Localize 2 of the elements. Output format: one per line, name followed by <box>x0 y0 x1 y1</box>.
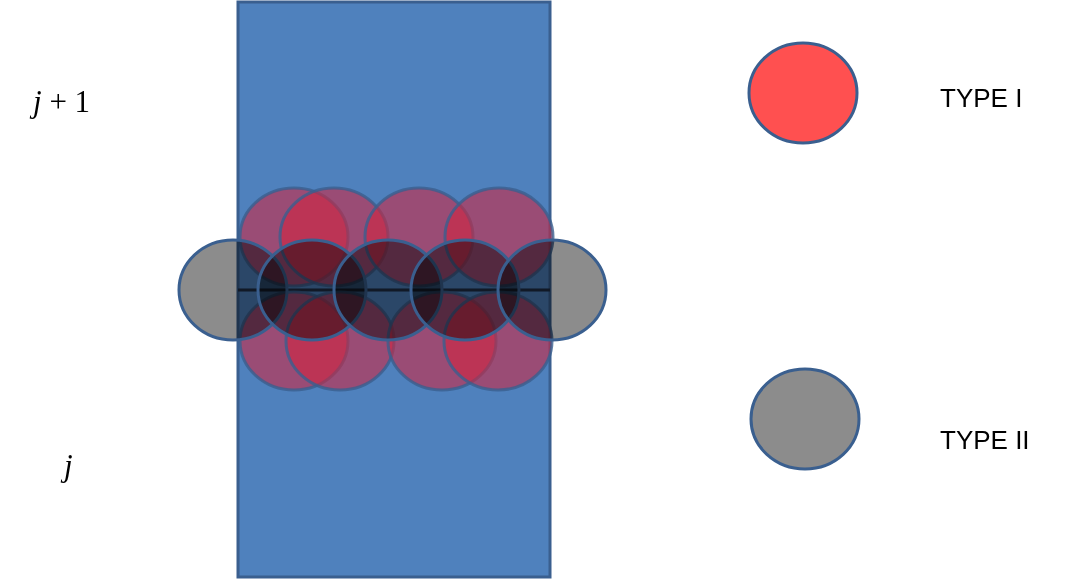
legend-label: TYPE I <box>940 85 1023 111</box>
legend-label: TYPE II <box>940 427 1030 453</box>
